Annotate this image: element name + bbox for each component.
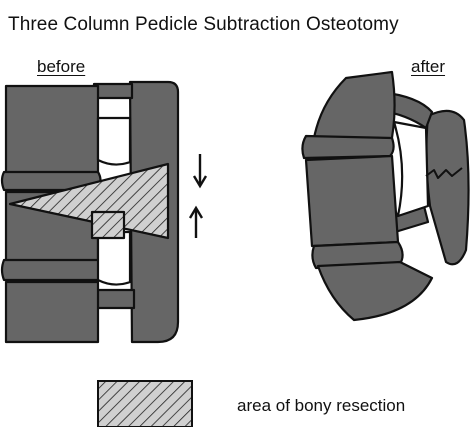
before-pedicle-lower <box>94 290 134 308</box>
legend-swatch <box>98 381 192 427</box>
after-disc-upper <box>302 136 393 158</box>
before-pedicle-upper <box>94 84 132 98</box>
after-vertebra-lower <box>318 262 432 320</box>
before-resection-notch <box>92 212 124 238</box>
before-foramen-upper <box>98 118 130 165</box>
after-vertebra-middle <box>306 156 398 246</box>
before-disc-lower <box>2 260 101 280</box>
before-vertebra-upper <box>6 86 98 174</box>
arrow-up-icon <box>190 208 202 238</box>
before-vertebra-lower <box>6 282 98 342</box>
after-spine <box>302 72 468 320</box>
before-spine <box>2 82 178 342</box>
arrow-down-icon <box>194 154 206 186</box>
before-foramen-lower <box>98 232 130 285</box>
after-posterior-column <box>426 111 468 264</box>
after-foramen <box>394 122 428 216</box>
